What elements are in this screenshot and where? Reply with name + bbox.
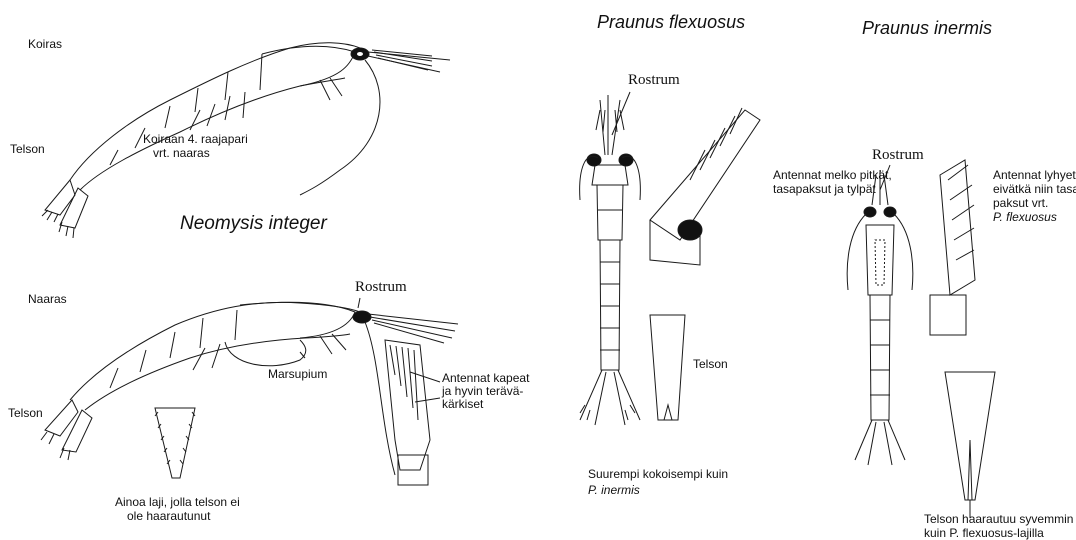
praunus-flexuosus-telson-label: Telson xyxy=(693,357,728,371)
neomysis-female-rostrum-label: Rostrum xyxy=(355,280,407,294)
praunus-inermis-telson-note-line1: Telson haarautuu syvemmin xyxy=(924,512,1073,526)
praunus-flexuosus-size-note-line1: Suurempi kokoisempi kuin xyxy=(588,467,728,481)
neomysis-male-label: Koiras xyxy=(28,37,62,51)
praunus-inermis-telson-note-line2: kuin P. flexuosus-lajilla xyxy=(924,526,1044,540)
neomysis-telson-note-line1: Ainoa laji, jolla telson ei xyxy=(115,495,240,509)
praunus-flexuosus-antenna-note-line1: Antennat melko pitkät, xyxy=(773,168,892,182)
praunus-flexuosus-rostrum-label: Rostrum xyxy=(628,73,680,87)
neomysis-male-note-line2: vrt. naaras xyxy=(153,146,210,160)
praunus-inermis-rostrum-label: Rostrum xyxy=(872,148,924,162)
neomysis-female-marsupium-label: Marsupium xyxy=(268,367,327,381)
neomysis-female-telson-label: Telson xyxy=(8,406,43,420)
praunus-flexuosus-drawing xyxy=(580,92,760,425)
praunus-inermis-antenna-note-line4: P. flexuosus xyxy=(993,210,1057,224)
praunus-inermis-antenna-note-line3: paksut vrt. xyxy=(993,196,1048,210)
praunus-flexuosus-antenna-note-line2: tasapaksut ja tylpät xyxy=(773,182,876,196)
praunus-inermis-antenna-note-line1: Antennat lyhyet xyxy=(993,168,1076,182)
neomysis-antenna-note-line1: Antennat kapeat xyxy=(442,371,529,385)
neomysis-male-telson-label: Telson xyxy=(10,142,45,156)
praunus-flexuosus-title: Praunus flexuosus xyxy=(597,12,745,33)
praunus-inermis-title: Praunus inermis xyxy=(862,18,992,39)
neomysis-title: Neomysis integer xyxy=(180,213,327,235)
praunus-inermis-antenna-note-line2: eivätkä niin tasa- xyxy=(993,182,1076,196)
neomysis-antenna-note-line2: ja hyvin terävä- xyxy=(442,384,523,398)
praunus-flexuosus-size-note-line2: P. inermis xyxy=(588,483,640,497)
neomysis-telson-note-line2: ole haarautunut xyxy=(127,509,210,523)
neomysis-antenna-note-line3: kärkiset xyxy=(442,397,483,411)
neomysis-female-label: Naaras xyxy=(28,292,67,306)
neomysis-male-note-line1: Koiraan 4. raajapari xyxy=(143,132,248,146)
neomysis-female-drawing xyxy=(41,298,458,485)
praunus-inermis-drawing xyxy=(847,160,995,518)
neomysis-telson-drawing xyxy=(155,408,195,478)
